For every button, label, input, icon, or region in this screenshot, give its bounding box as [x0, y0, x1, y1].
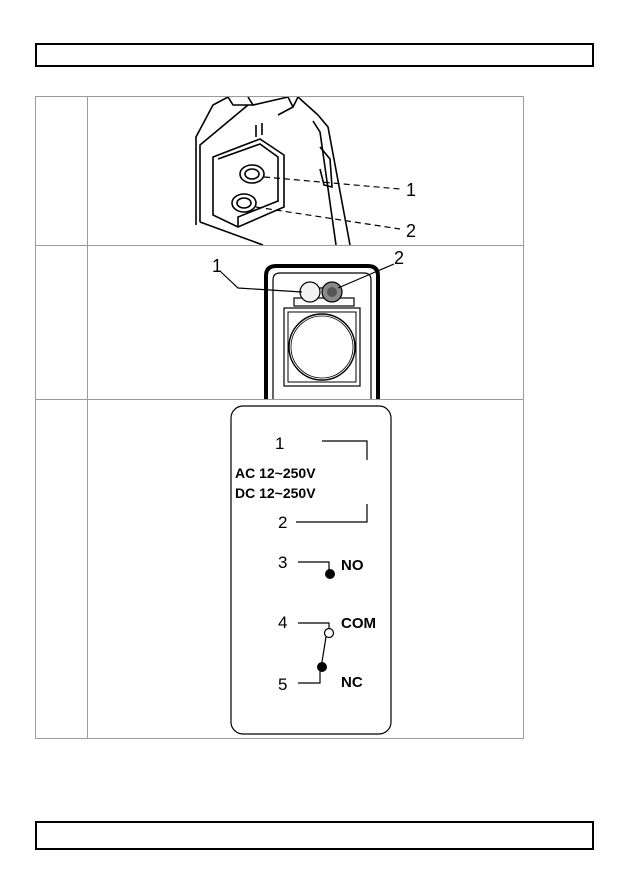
- ac-rating-text: AC 12~250V: [235, 465, 316, 481]
- terminal-4-label: 4: [278, 613, 287, 632]
- figure-row-3: 1 AC 12~250V DC 12~250V 2 3 NO 4 COM 5 N…: [36, 400, 523, 738]
- header-box: [35, 43, 594, 67]
- callout-1-label: 1: [406, 180, 416, 200]
- callout-2-label: 2: [394, 248, 404, 268]
- figure-row-2: 1 2: [36, 246, 523, 400]
- terminal-5-label: 5: [278, 675, 287, 694]
- row-number-cell: [36, 400, 88, 738]
- no-label: NO: [341, 557, 364, 574]
- footer-box: [35, 821, 594, 850]
- nc-label: NC: [341, 674, 363, 691]
- no-contact-dot: [325, 569, 335, 579]
- callout-2-label: 2: [406, 221, 416, 241]
- row-number-cell: [36, 246, 88, 399]
- terminal-drawing: 1 2: [88, 97, 523, 245]
- callout-1-label: 1: [212, 256, 222, 276]
- dc-rating-text: DC 12~250V: [235, 485, 316, 501]
- figure-row-1: 1 2: [36, 97, 523, 246]
- row-number-cell: [36, 97, 88, 245]
- terminal-1-label: 1: [275, 434, 284, 453]
- led-indicator-drawing: 1 2: [88, 246, 523, 399]
- wiring-label-drawing: 1 AC 12~250V DC 12~250V 2 3 NO 4 COM 5 N…: [88, 400, 523, 738]
- figure-table: 1 2 1 2: [35, 96, 524, 739]
- com-contact-circle: [325, 629, 334, 638]
- nc-contact-dot: [317, 662, 327, 672]
- led-1: [300, 282, 320, 302]
- terminal-3-label: 3: [278, 553, 287, 572]
- terminal-2-label: 2: [278, 513, 287, 532]
- com-label: COM: [341, 615, 376, 632]
